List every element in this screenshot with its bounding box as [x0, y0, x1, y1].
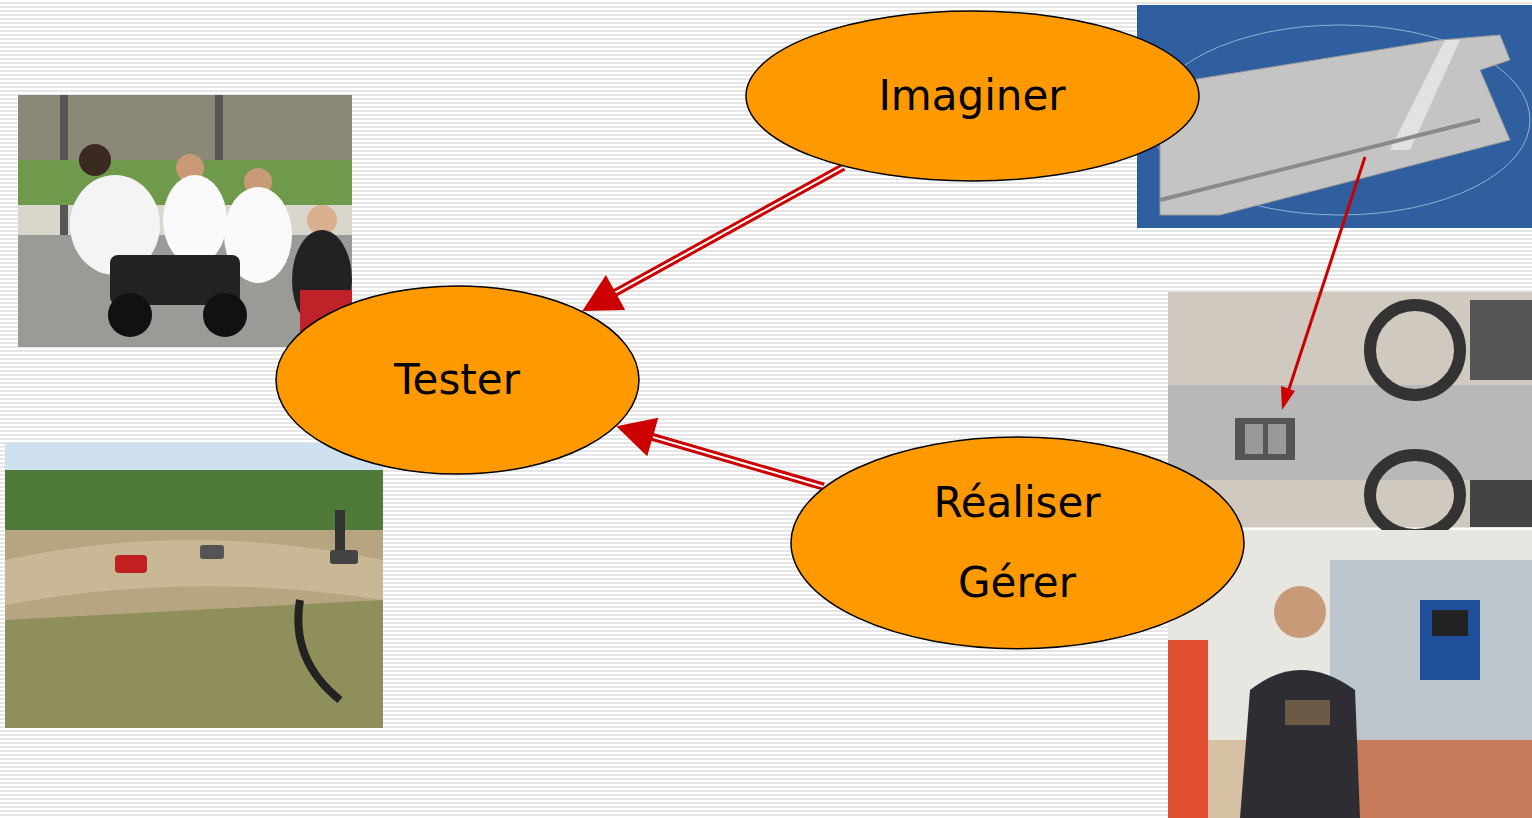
- arrow-shaft: [649, 436, 824, 487]
- node-label: Tester: [394, 355, 520, 405]
- process-ellipse: Tester: [275, 285, 640, 475]
- process-ellipse: RéaliserGérer: [790, 436, 1245, 650]
- cad-render: [1137, 5, 1532, 228]
- ellipse-fill: [276, 286, 639, 474]
- ellipse-fill: [746, 11, 1199, 181]
- double-arrow: [616, 418, 823, 487]
- node-label: Gérer: [958, 558, 1076, 608]
- arrow-head: [582, 275, 625, 311]
- node-label: Imaginer: [878, 71, 1065, 121]
- ellipse-outline: [790, 436, 1245, 650]
- photo-track: [5, 443, 383, 728]
- arrow-gap: [649, 436, 824, 487]
- node-label: Réaliser: [933, 478, 1100, 528]
- arrow-gap: [612, 167, 843, 295]
- photo-team: [18, 95, 352, 347]
- arrow-shaft: [612, 167, 843, 295]
- arrow-head: [616, 418, 658, 456]
- double-arrow: [582, 167, 843, 311]
- ellipse-fill: [791, 437, 1244, 649]
- process-ellipse: Imaginer: [745, 10, 1200, 182]
- pointer-arrow: [1281, 157, 1365, 410]
